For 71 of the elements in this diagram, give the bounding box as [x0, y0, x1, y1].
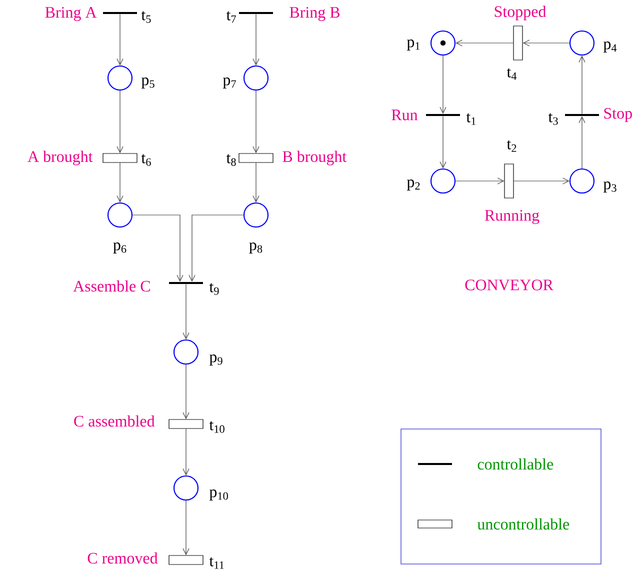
name-label: p$_{9}$ [209, 354, 222, 366]
transition-box [504, 164, 514, 198]
place-circle [430, 168, 456, 194]
name-label: p$_{7}$ [222, 78, 236, 88]
name-label: p$_{6}$ [113, 242, 126, 254]
transition-box [168, 555, 204, 565]
arrow [440, 116, 446, 168]
place-circle [243, 65, 269, 91]
name-label: t$_{9}$ [209, 283, 219, 295]
name-label: p$_{1}$ [406, 40, 420, 50]
place-circle [107, 202, 133, 228]
place-circle [243, 202, 269, 228]
name-label: t$_{6}$ [141, 154, 151, 166]
event-label: Bring B [290, 6, 340, 22]
arrow [182, 284, 190, 340]
arrow [132, 214, 184, 282]
arrow [578, 116, 586, 169]
name-label: t$_{3}$ [548, 113, 558, 125]
arrow [578, 56, 586, 114]
name-label: p$_{3}$ [603, 182, 616, 192]
event-label: Stopped [494, 6, 546, 20]
arrow [455, 178, 504, 184]
event-label: Running [484, 210, 540, 224]
arrow [440, 55, 446, 114]
arrow [252, 14, 260, 66]
transition-box [102, 153, 138, 163]
transition-box [238, 153, 274, 163]
transition-box [168, 419, 204, 429]
event-label: Stop [604, 108, 632, 122]
name-label: t$_{2}$ [506, 140, 516, 152]
section-title: CONVEYOR [465, 280, 554, 290]
event-label: A brought [28, 150, 93, 166]
arrow [182, 364, 190, 420]
arrow [252, 90, 260, 154]
name-label: t$_{5}$ [141, 11, 151, 23]
place-circle [173, 475, 199, 501]
event-label: C assembled [74, 415, 155, 427]
arrow [252, 162, 260, 202]
arrow [182, 428, 190, 476]
arrow [116, 14, 124, 66]
name-label: t$_{7}$ [226, 11, 236, 23]
name-label: t$_{10}$ [209, 421, 224, 433]
name-label: p$_{8}$ [249, 242, 262, 254]
arrow [514, 178, 570, 184]
name-label: p$_{5}$ [141, 78, 154, 88]
name-label: t$_{11}$ [209, 557, 224, 569]
event-label: Assemble C [73, 280, 150, 292]
legend-text: controllable [478, 458, 554, 470]
place-circle [107, 65, 133, 91]
place-circle [430, 30, 456, 56]
place-circle [173, 339, 199, 365]
arrow [182, 500, 190, 556]
name-label: p$_{4}$ [603, 42, 617, 52]
arrow [116, 90, 124, 154]
arrow [188, 214, 244, 282]
place-circle [569, 30, 595, 56]
transition-box [513, 26, 523, 60]
event-label: C removed [88, 552, 158, 564]
name-label: t$_{4}$ [506, 68, 517, 80]
event-label: Run [392, 110, 418, 120]
name-label: t$_{8}$ [226, 154, 236, 166]
name-label: p$_{10}$ [209, 490, 228, 500]
legend-text: uncontrollable [477, 518, 570, 530]
event-label: B brought [282, 150, 347, 166]
arrow [456, 40, 514, 46]
arrow [522, 40, 570, 46]
name-label: p$_{2}$ [406, 180, 420, 190]
name-label: t$_{1}$ [466, 113, 476, 125]
arrow [116, 162, 124, 202]
event-label: Bring A [45, 6, 97, 22]
place-circle [569, 168, 595, 194]
